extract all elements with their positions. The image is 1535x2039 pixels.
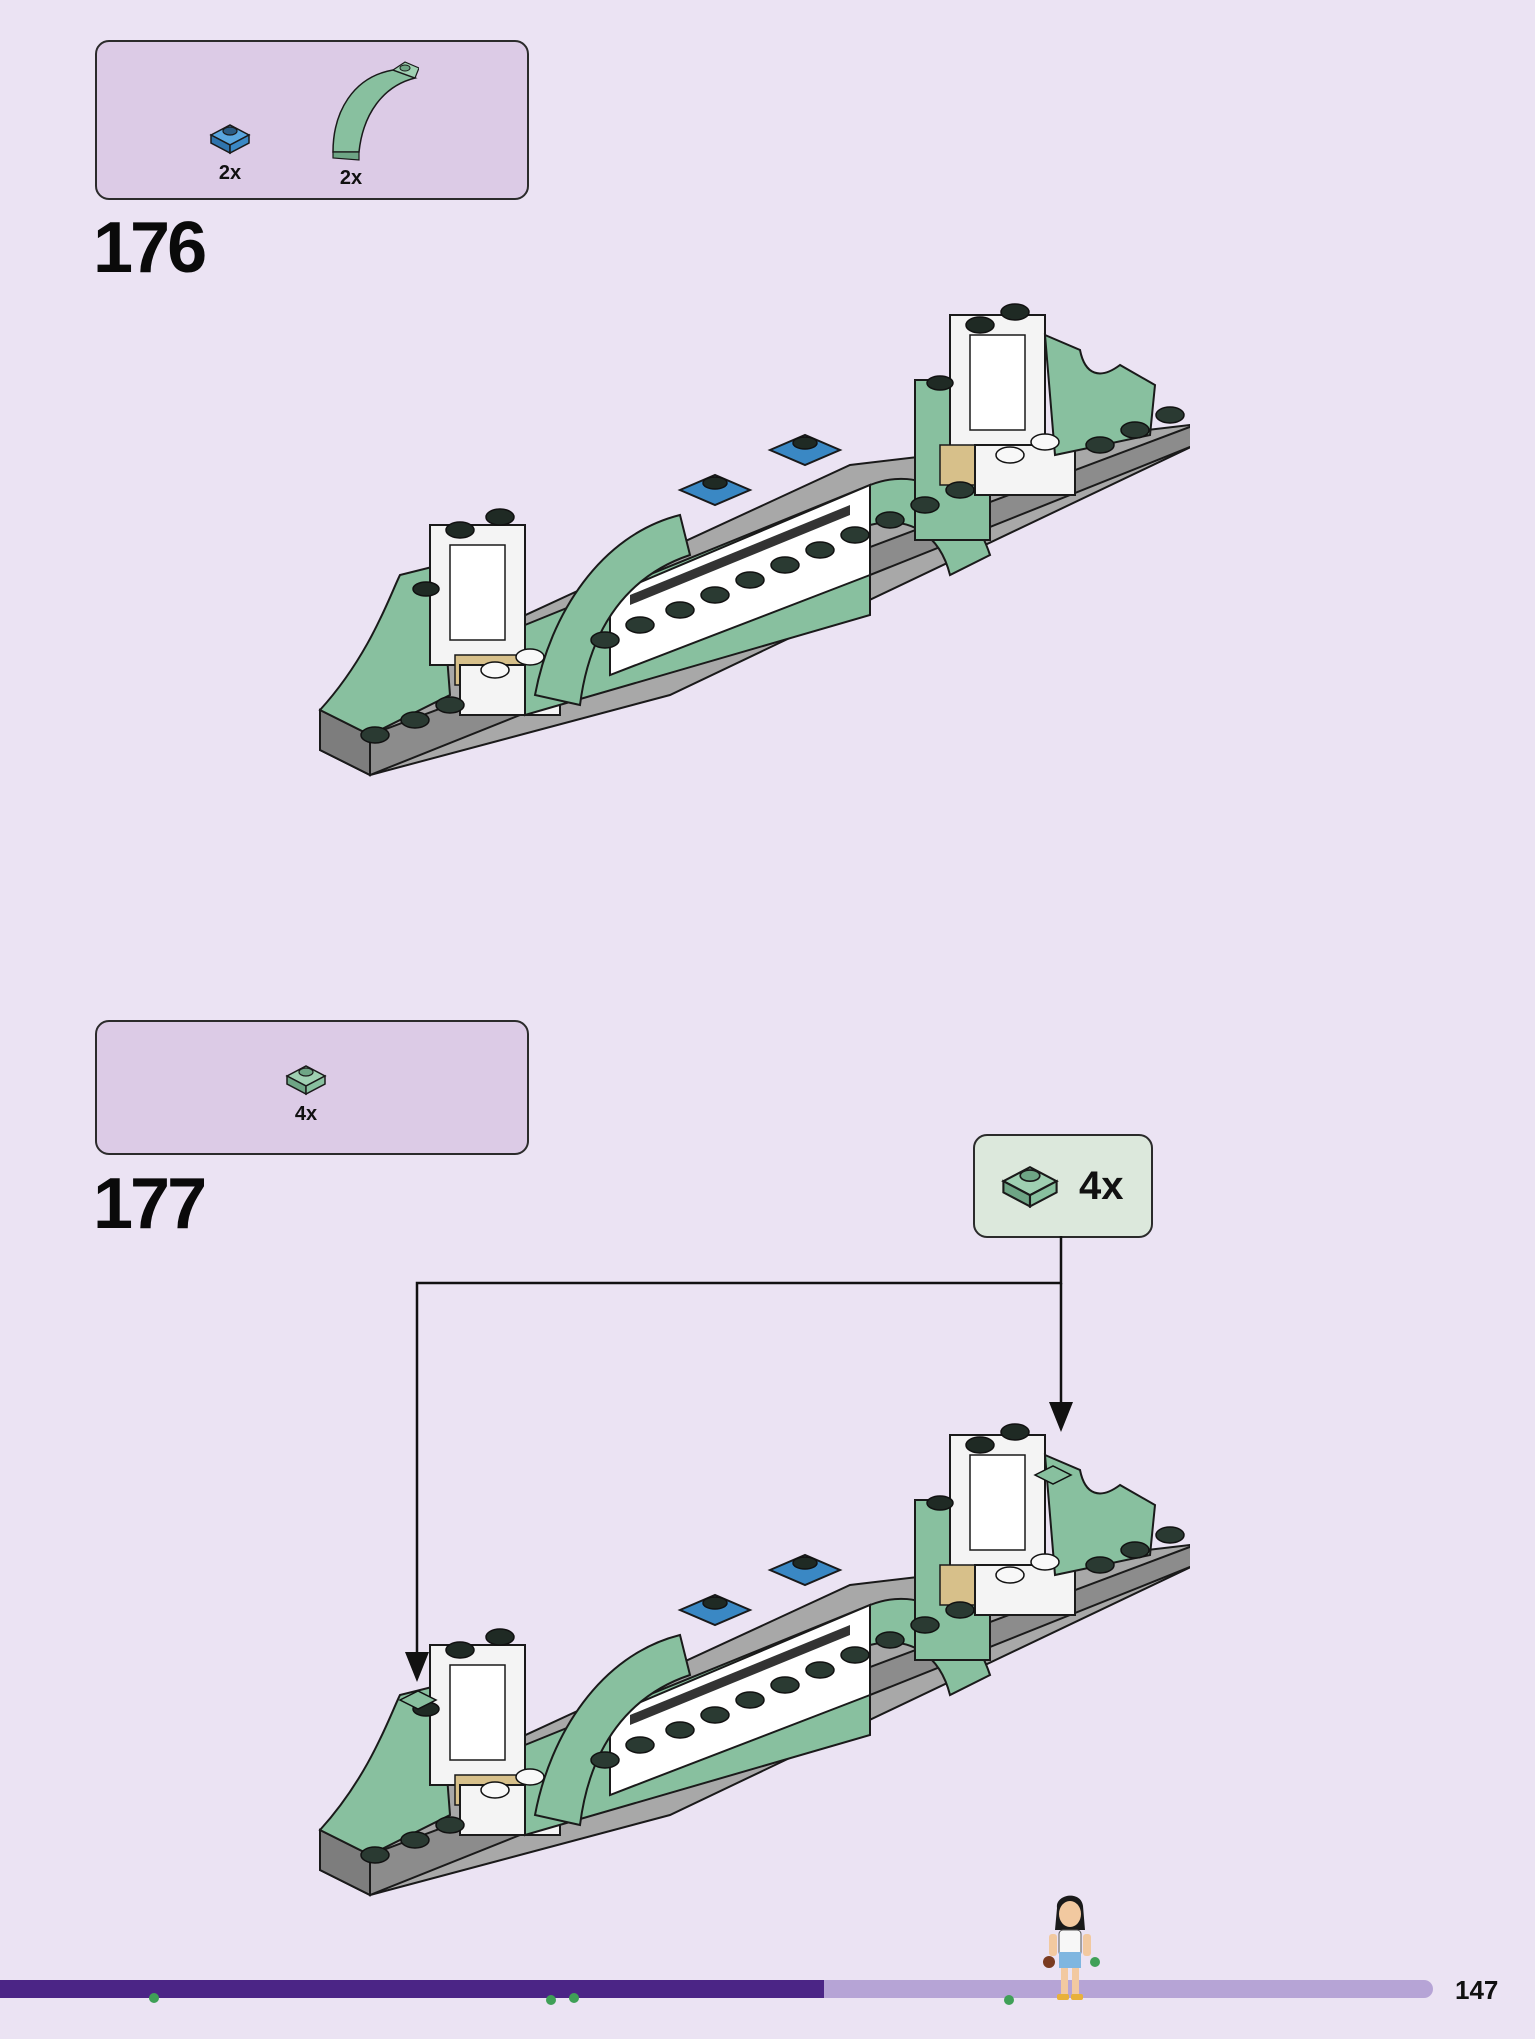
progress-marker (546, 1995, 556, 2005)
step-number: 176 (93, 208, 207, 288)
build-model-step-176 (318, 303, 1190, 777)
minifigure-icon (1043, 1895, 1100, 2000)
step-number: 177 (93, 1164, 207, 1244)
green-curved-slope-icon (332, 61, 420, 161)
callout-box: 4x (973, 1134, 1153, 1238)
progress-marker (149, 1993, 159, 2003)
part-item: 4x (283, 1058, 329, 1126)
build-model-step-177 (318, 1423, 1190, 1897)
progress-fill (0, 1980, 824, 1998)
part-item: 2x (323, 52, 420, 190)
part-quantity: 2x (218, 162, 242, 184)
parts-list-step-177: 4x (95, 1020, 529, 1155)
part-item: 2x (207, 117, 253, 185)
page-number: 147 (1455, 1975, 1499, 2005)
blue-plate-1x1-icon (209, 124, 251, 155)
callout-quantity: 4x (1079, 1164, 1124, 1208)
green-plate-1x1-icon (1001, 1166, 1059, 1209)
part-quantity: 4x (294, 1103, 318, 1125)
part-quantity: 2x (339, 167, 363, 189)
progress-marker (569, 1993, 579, 2003)
progress-marker (1004, 1995, 1014, 2005)
arrow-head (1049, 1402, 1073, 1432)
parts-list-step-176: 2x 2x (95, 40, 529, 200)
arrow-head (405, 1652, 429, 1682)
green-plate-1x1-icon (285, 1065, 327, 1096)
progress-bar (0, 1980, 1433, 1998)
